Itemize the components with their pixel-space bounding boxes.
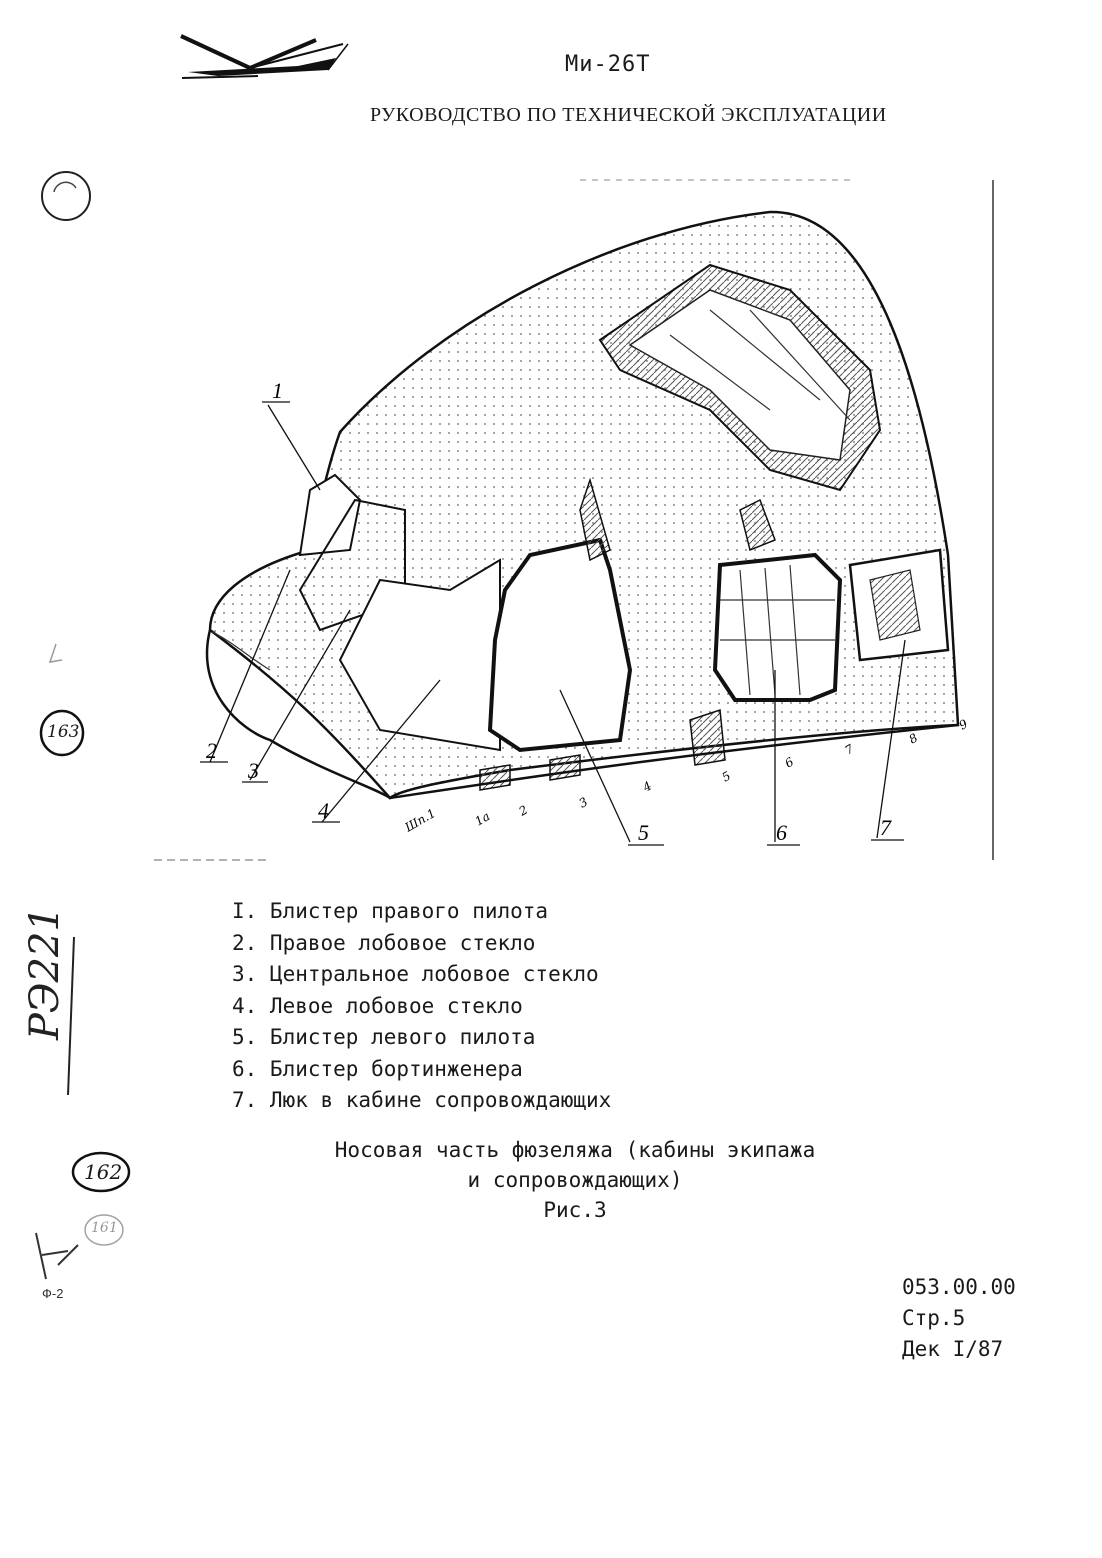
callout-1: 1 — [272, 378, 283, 403]
page-number: Стр.5 — [902, 1306, 966, 1330]
legend-item: 7. Люк в кабине сопровождающих — [232, 1088, 612, 1112]
handwritten-scribble — [35, 1232, 79, 1280]
page-stamp-161: 161 — [82, 1212, 126, 1248]
form-number: Ф-2 — [42, 1286, 64, 1301]
legend-item: 5. Блистер левого пилота — [232, 1025, 536, 1049]
binding-hole-circle — [41, 171, 91, 221]
figure-number: Рис.3 — [543, 1198, 607, 1222]
legend-item: I. Блистер правого пилота — [232, 899, 549, 923]
aircraft-model: Ми-26Т — [565, 52, 651, 77]
document-reference: 053.00.00 Стр.5 Дек I/87 — [902, 1272, 1016, 1365]
legend-list: I. Блистер правого пилота 2. Правое лобо… — [232, 896, 611, 1117]
frame-label: 7 — [843, 741, 857, 757]
figure-caption: Носовая часть фюзеляжа (кабины экипажа и… — [280, 1135, 870, 1225]
frame-label: 1а — [473, 809, 493, 829]
callout-3: 3 — [247, 758, 259, 783]
frame-label: 2 — [516, 803, 530, 819]
frame-label: 3 — [577, 794, 591, 810]
caption-line-2: и сопровождающих) — [467, 1168, 683, 1192]
manual-title: РУКОВОДСТВО ПО ТЕХНИЧЕСКОЙ ЭКСПЛУАТАЦИИ — [370, 104, 887, 126]
callout-6: 6 — [776, 820, 787, 845]
caption-line-1: Носовая часть фюзеляжа (кабины экипажа — [334, 1138, 816, 1162]
legend-item: 3. Центральное лобовое стекло — [232, 962, 599, 986]
handwritten-stroke — [67, 936, 75, 1096]
helicopter-logo — [178, 28, 353, 93]
legend-item: 2. Правое лобовое стекло — [232, 930, 536, 955]
pencil-mark — [48, 643, 63, 663]
legend-item: 4. Левое лобовое стекло — [232, 993, 523, 1018]
frame-label: 4 — [640, 779, 654, 795]
frame-label: Шп.1 — [402, 806, 438, 835]
frame-label: 8 — [907, 730, 921, 746]
page-stamp-162: 162 — [70, 1150, 132, 1194]
callout-5: 5 — [638, 820, 649, 845]
revision-date: Дек I/87 — [902, 1337, 1004, 1361]
callout-2: 2 — [206, 738, 217, 763]
callout-4: 4 — [318, 798, 329, 823]
frame-label: 9 — [957, 716, 971, 732]
frame-label: 6 — [783, 754, 797, 770]
callout-7: 7 — [880, 815, 892, 840]
legend-item: 6. Блистер бортинженера — [232, 1056, 523, 1081]
document-code: 053.00.00 — [902, 1275, 1016, 1299]
page-stamp-163: 163 — [38, 708, 88, 758]
fuselage-nose-illustration: 1 2 3 4 5 6 7 Шп.1 1а 2 3 4 5 6 7 8 9 — [150, 170, 1000, 875]
frame-label: 5 — [720, 769, 734, 785]
